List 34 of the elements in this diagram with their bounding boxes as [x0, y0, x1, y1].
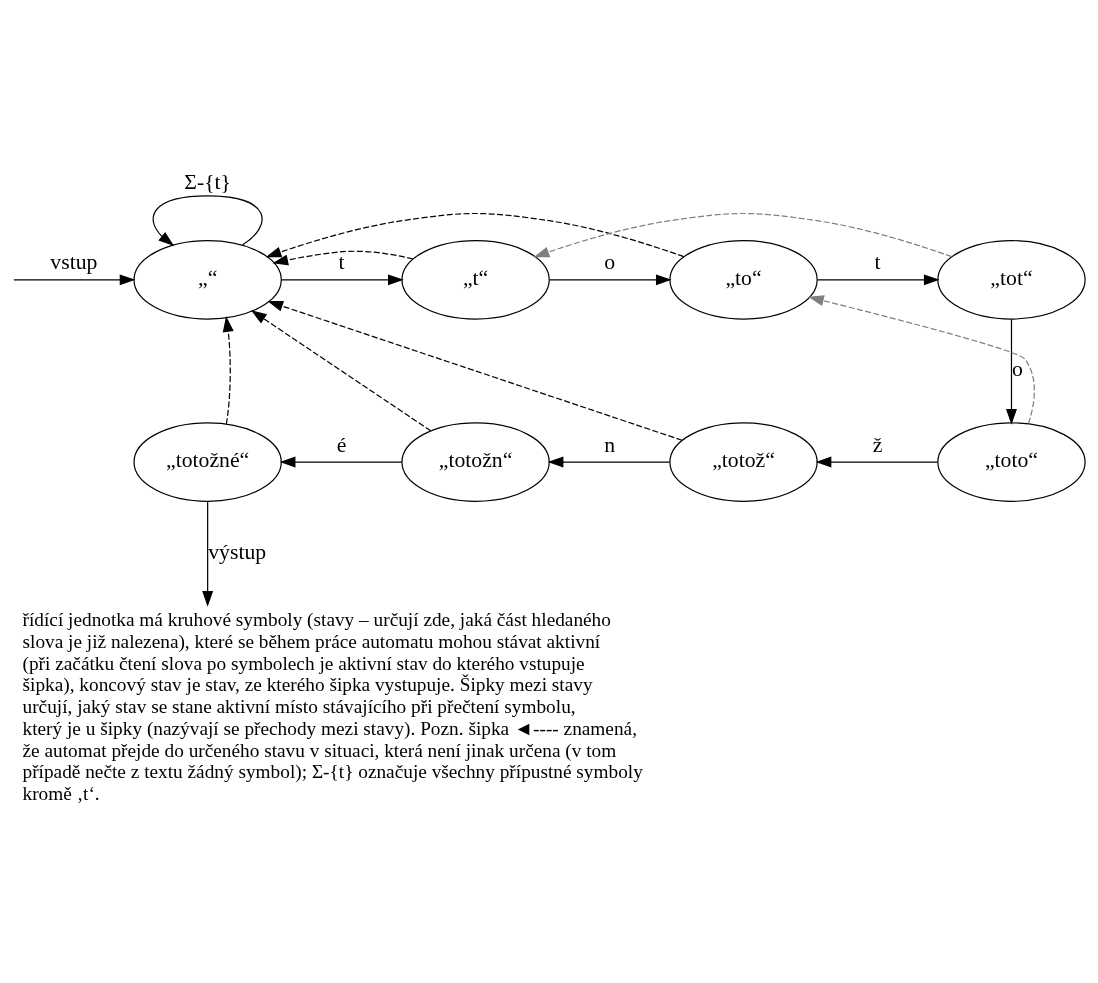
arrow	[548, 274, 672, 286]
arrow	[13, 274, 136, 286]
arrow	[152, 195, 263, 246]
edge-label: výstup	[208, 539, 267, 564]
edge-label: ž	[872, 432, 883, 457]
arrow	[202, 501, 214, 607]
arrow	[265, 212, 685, 258]
arrow	[547, 456, 671, 468]
arrow	[267, 300, 683, 441]
edge-label: é	[336, 432, 347, 457]
arrow	[815, 456, 939, 468]
edge-label: n	[604, 432, 615, 457]
node-ellipse: „to“	[669, 240, 818, 320]
node-ellipse: „totož“	[669, 422, 818, 502]
edge-label: o	[1012, 357, 1023, 382]
edge-label: t	[338, 250, 345, 275]
arrow	[808, 295, 1035, 425]
arrow	[251, 310, 432, 432]
arrow	[533, 212, 953, 258]
edge-label: Σ-{t}	[184, 170, 232, 195]
node-ellipse: „toto“	[937, 422, 1086, 502]
arrow	[280, 274, 404, 286]
node-ellipse: „totožn“	[401, 422, 550, 502]
edge-label: o	[604, 250, 615, 275]
arrow	[1005, 318, 1017, 425]
arrow	[272, 250, 414, 266]
node-ellipse: „tot“	[937, 240, 1086, 320]
node-ellipse: „totožné“	[133, 422, 282, 502]
caption: řídící jednotka má kruhové symboly (stavy – určují zde, jaká část hledaného slova je již nalezena), které se během práce automatu mohou stávat aktivní (při začátku čtení slova po symbolech je aktivní stav do kterého vstupuje šipka), koncový stav je stav, ze kterého šipka vystupuje. Šipky mezi stavy určují, jaký stav se stane aktivní místo stávajícího při přečtení symbolu, který je u šipky (nazývají se přechody mezi stavy). Pozn. šipka ◄---- znamená, že automat přejde do určeného stavu v situaci, která není jinak určena (v tom případě nečte z textu žádný symbol); Σ-{t} označuje všechny přípustné symboly kromě ‚t‘.	[22, 609, 643, 805]
arrow	[816, 274, 940, 286]
arrow	[279, 456, 403, 468]
arrow	[222, 316, 234, 425]
edge-label: t	[874, 250, 881, 275]
edge-label: vstup	[50, 250, 98, 275]
